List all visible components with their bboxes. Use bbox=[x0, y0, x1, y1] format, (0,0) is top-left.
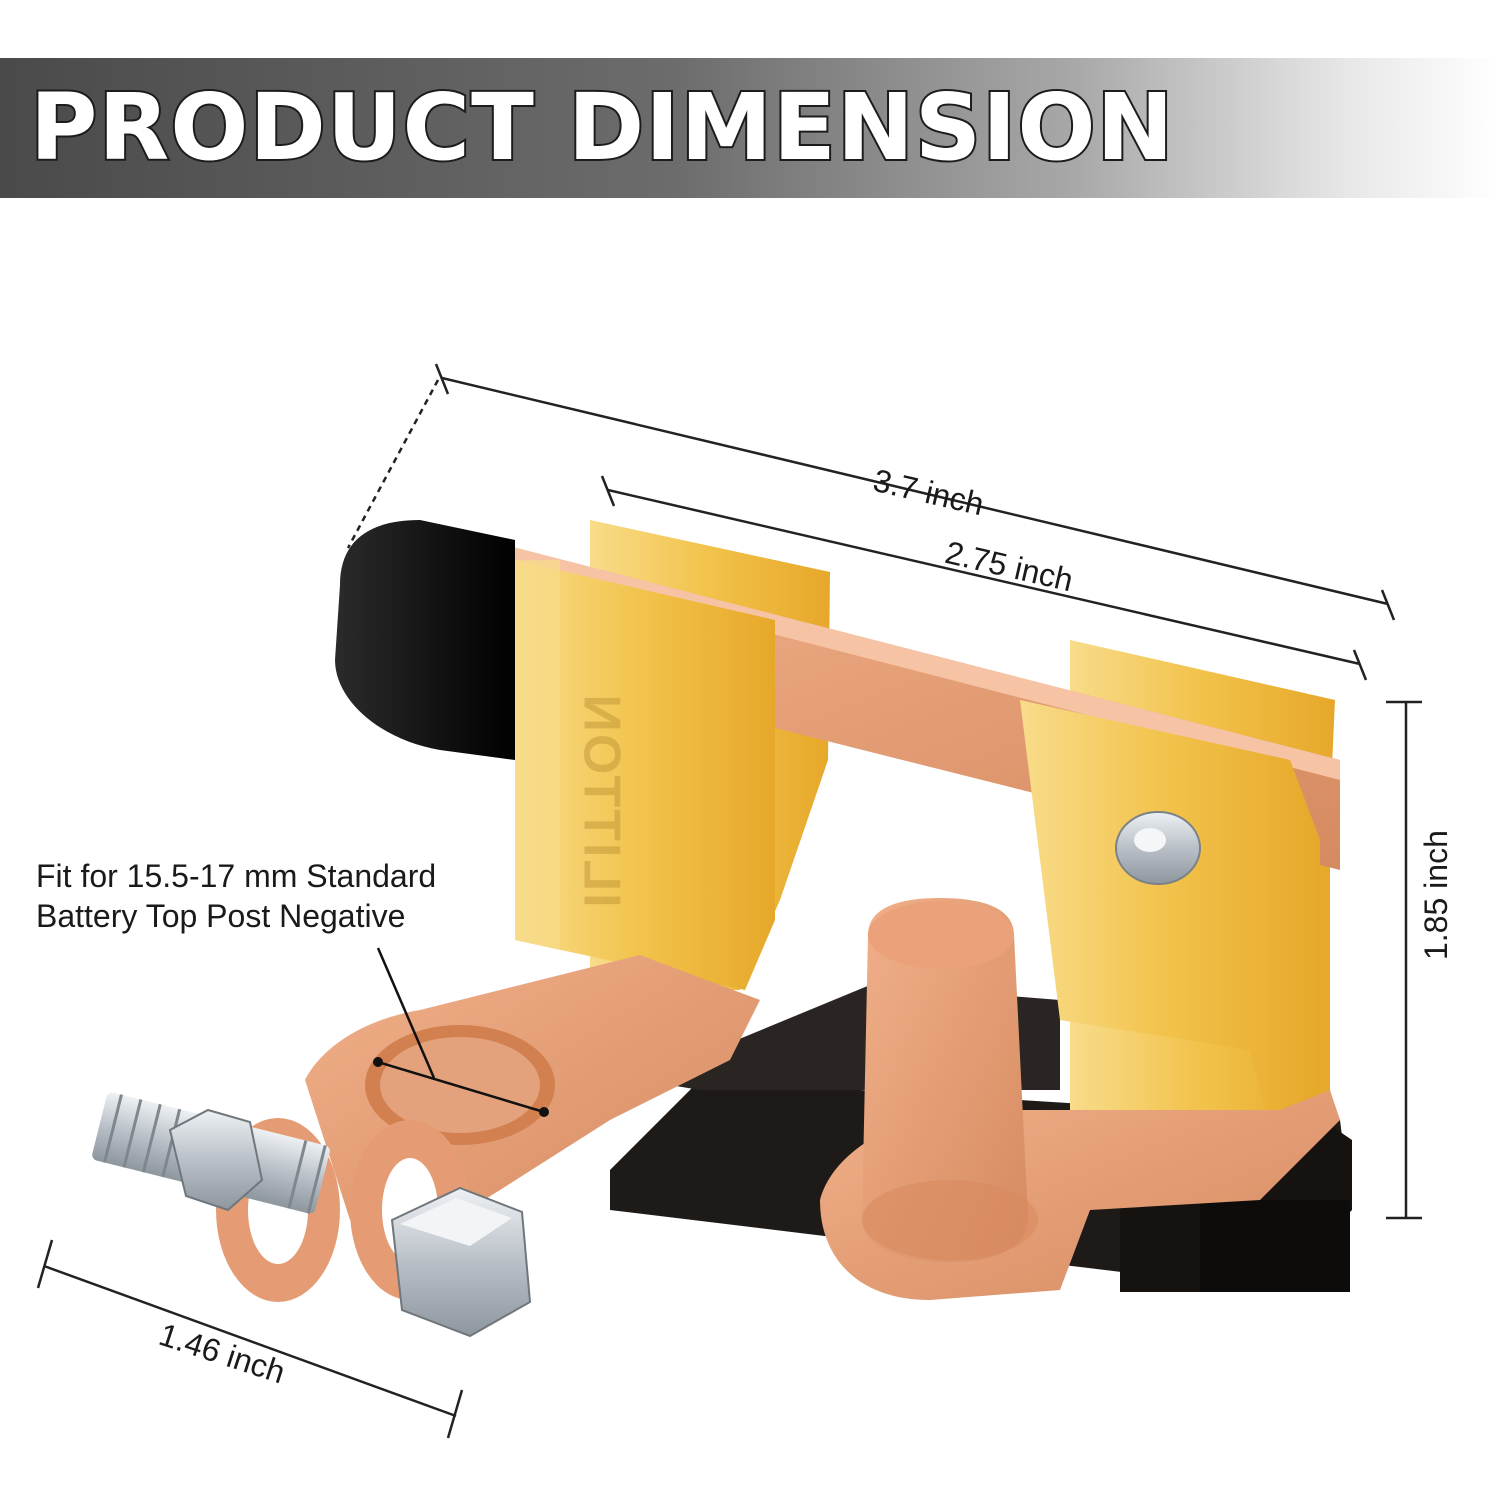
brand-mark: ILITTON bbox=[572, 692, 631, 908]
dimension-line-height bbox=[1386, 700, 1422, 1220]
title-banner bbox=[0, 58, 1500, 198]
dimension-line-width bbox=[36, 1239, 464, 1439]
fit-note: Fit for 15.5-17 mm Standard Battery Top … bbox=[36, 856, 436, 936]
steel-rivet bbox=[1115, 811, 1201, 885]
hex-nut-rear bbox=[168, 1108, 264, 1212]
dimension-line-overall-length bbox=[346, 363, 1396, 621]
brass-clip-front bbox=[515, 560, 1320, 1130]
hex-nut-front bbox=[390, 1186, 532, 1338]
fit-note-line-1: Fit for 15.5-17 mm Standard bbox=[36, 858, 437, 894]
fit-note-line-2: Battery Top Post Negative bbox=[36, 898, 406, 934]
copper-post bbox=[862, 898, 1038, 1262]
dimension-line-knife-length bbox=[600, 475, 1368, 681]
height-label: 1.85 inch bbox=[1418, 830, 1454, 960]
hole-diameter-indicator bbox=[373, 947, 549, 1117]
banner-title: PRODUCT DIMENSION bbox=[28, 72, 1176, 183]
post-hole bbox=[365, 1025, 555, 1145]
black-handle-knob bbox=[335, 520, 515, 760]
